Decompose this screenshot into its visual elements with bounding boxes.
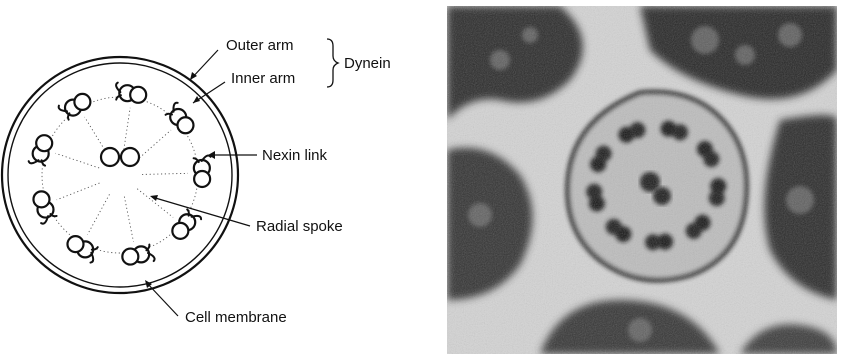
radial-spoke [57, 183, 100, 200]
nexin-link [97, 250, 120, 253]
b-tubule [130, 87, 146, 103]
outer-doublets [29, 83, 211, 265]
axoneme-diagram [2, 57, 238, 293]
nexin-link [188, 136, 196, 158]
inner-dynein-arm [166, 114, 172, 115]
outer-doublet [194, 155, 211, 186]
outer-doublet [122, 245, 154, 265]
outer-doublet [172, 209, 201, 238]
outer-doublet [33, 191, 56, 223]
b-tubule [36, 135, 52, 151]
central-pair [101, 148, 139, 166]
nexin-link [93, 97, 116, 102]
central-singlet [101, 148, 119, 166]
radial-spokes [56, 108, 188, 242]
inner-dynein-arm [50, 214, 56, 216]
inner-arm-arrowhead [193, 96, 200, 103]
dynein-label: Dynein [344, 55, 391, 72]
radial-spoke-label: Radial spoke [256, 218, 343, 235]
radial-spoke [142, 173, 188, 174]
b-tubule [194, 171, 210, 187]
inner-dynein-arm [68, 113, 69, 119]
b-tubule [67, 236, 83, 252]
radial-spoke [137, 189, 173, 218]
outer-doublet [29, 135, 53, 165]
nexin-link [150, 235, 170, 247]
nexin-link-arrowhead [208, 151, 215, 159]
nexin-link [147, 102, 167, 113]
cell-membrane-leader [146, 282, 178, 316]
b-tubule [122, 249, 138, 265]
radial-spoke [124, 197, 133, 242]
outer-dynein-arm [29, 160, 39, 163]
outer-doublet [67, 236, 97, 262]
outer-doublet [116, 83, 146, 103]
nexin-link [42, 165, 43, 188]
outer-doublet [166, 103, 194, 134]
dynein-brace [327, 39, 338, 87]
nexin-link [189, 189, 196, 211]
nexin-link [54, 217, 69, 234]
outer-doublet [59, 94, 91, 120]
radial-spoke [123, 108, 130, 153]
outer-dynein-arm [90, 253, 93, 263]
b-tubule [177, 117, 193, 133]
radial-spoke [56, 153, 100, 168]
radial-spoke [87, 194, 109, 234]
radial-spoke [137, 130, 172, 160]
b-tubule [172, 223, 188, 239]
diagram-labels: Outer arm Inner arm Dynein Nexin link Ra… [185, 37, 391, 326]
central-singlet [121, 148, 139, 166]
nexin-link [52, 118, 66, 136]
b-tubule [74, 94, 90, 110]
cell-membrane-label: Cell membrane [185, 309, 287, 326]
nexin-link-label: Nexin link [262, 147, 328, 164]
outer-dynein-arm [116, 83, 120, 92]
inner-arm-label: Inner arm [231, 70, 295, 87]
radial-spoke-arrowhead [150, 195, 158, 201]
b-tubule [33, 191, 49, 207]
electron-micrograph [447, 6, 837, 354]
outer-arm-label: Outer arm [226, 37, 294, 54]
